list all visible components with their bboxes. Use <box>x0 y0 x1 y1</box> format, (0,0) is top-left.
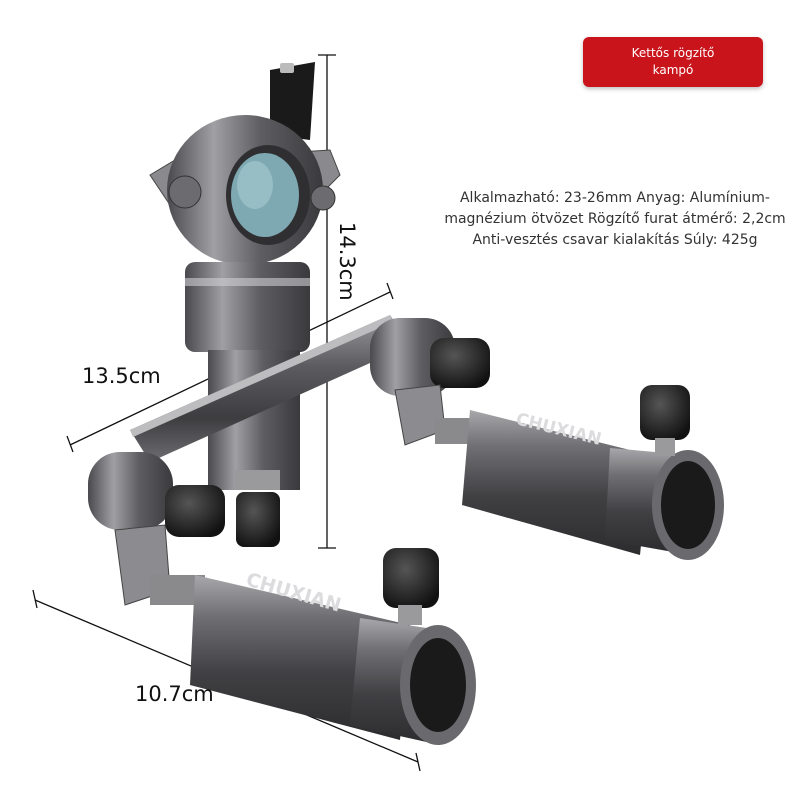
feature-badge-text: Kettős rögzítő kampó <box>631 46 715 77</box>
feature-badge: Kettős rögzítő kampó <box>583 37 763 87</box>
specs-text: Alkalmazható: 23-26mm Anyag: Alumínium-m… <box>444 190 786 248</box>
crossbar <box>130 315 410 462</box>
length-dimension-label: 10.7cm <box>135 682 214 706</box>
top-clamp <box>149 62 341 265</box>
front-rod-holder <box>88 452 476 745</box>
width-dimension-label: 13.5cm <box>82 364 161 388</box>
height-dimension-label: 14.3cm <box>335 222 359 301</box>
back-rod-holder <box>370 318 724 560</box>
